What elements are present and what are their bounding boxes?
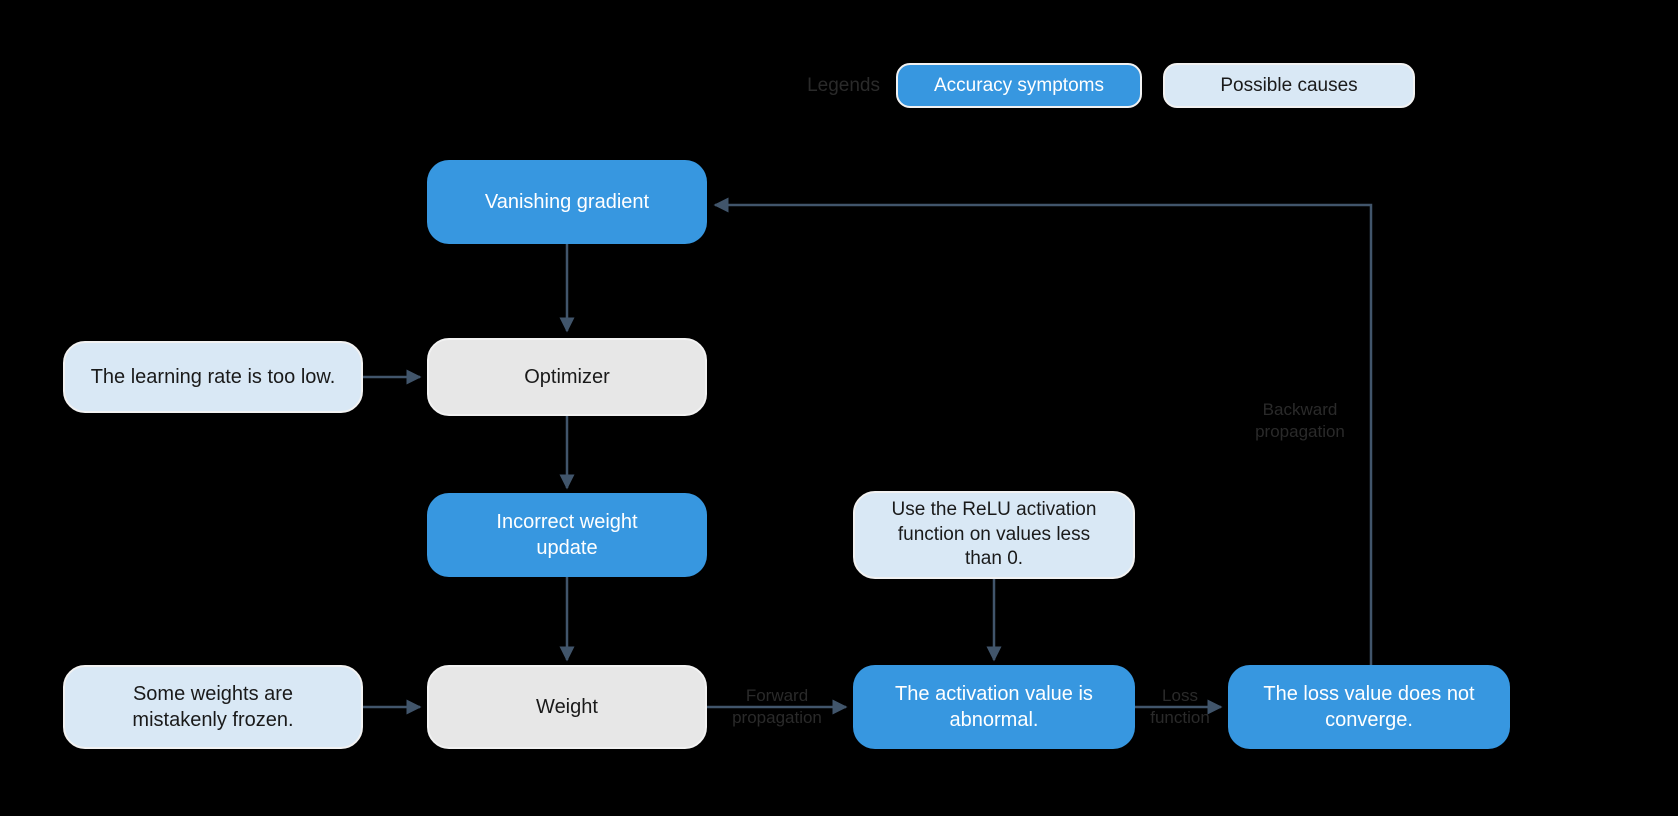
label-backward-propagation-line1: Backward — [1262, 399, 1338, 419]
label-forward-propagation: Forward propagation — [732, 685, 822, 729]
node-optimizer: Optimizer — [427, 338, 707, 416]
node-activation-value-abnormal: The activation value is abnormal. — [853, 665, 1135, 749]
node-weight: Weight — [427, 665, 707, 749]
node-relu-activation-hint: Use the ReLU activation function on valu… — [853, 491, 1135, 579]
node-loss-not-converge: The loss value does not converge. — [1228, 665, 1510, 749]
node-incorrect-weight-update: Incorrect weight update — [427, 493, 707, 577]
label-forward-propagation-line1: Forward — [745, 685, 809, 705]
label-backward-propagation-line2: propagation — [1255, 422, 1345, 441]
node-weights-mistakenly-frozen: Some weights are mistakenly frozen. — [63, 665, 363, 749]
legend-title: Legends — [807, 74, 880, 96]
arrow-backward-propagation-loss-to-vanishing — [713, 197, 1373, 665]
node-vanishing-gradient: Vanishing gradient — [427, 160, 707, 244]
legend-accuracy-symptoms: Accuracy symptoms — [896, 63, 1142, 108]
label-loss-function: Loss function — [1150, 685, 1210, 729]
label-backward-propagation: Backward propagation — [1255, 399, 1345, 443]
label-loss-function-line2: function — [1150, 708, 1210, 727]
legend-possible-causes: Possible causes — [1163, 63, 1415, 108]
label-forward-propagation-line2: propagation — [732, 708, 822, 727]
node-learning-rate-too-low: The learning rate is too low. — [63, 341, 363, 413]
label-loss-function-line1: Loss — [1162, 685, 1198, 705]
